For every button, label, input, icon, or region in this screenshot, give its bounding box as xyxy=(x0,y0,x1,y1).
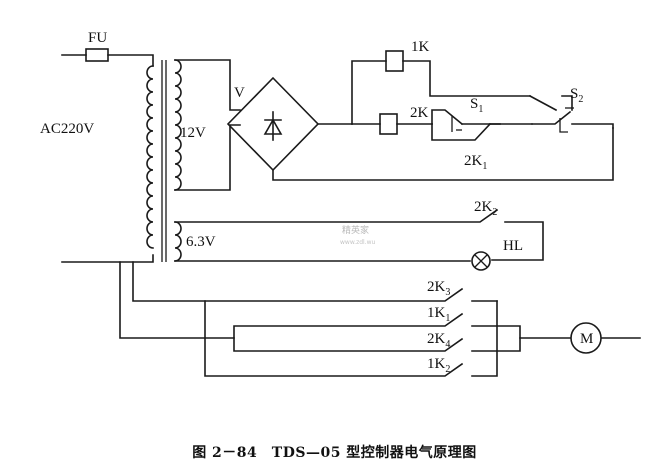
switch-s2-label: S2 xyxy=(570,86,583,105)
contact-2k2 xyxy=(174,208,499,223)
contact-1k2-label: 1K2 xyxy=(427,356,450,375)
bridge-label: V xyxy=(234,85,245,101)
switch-s2 xyxy=(531,110,572,125)
lamp-label: HL xyxy=(503,238,523,254)
fuse-label: FU xyxy=(88,30,107,46)
fuse-symbol xyxy=(85,48,109,62)
relay-2k-coil xyxy=(379,113,398,135)
motor-label: M xyxy=(580,331,593,347)
watermark-text: 精英家 xyxy=(342,224,369,236)
lamp-hl-icon xyxy=(471,251,491,271)
mains-label: AC220V xyxy=(40,121,94,137)
voltage-12v-label: 12V xyxy=(180,125,206,141)
transformer-secondary-6v3-coil xyxy=(174,221,182,262)
switch-s1 xyxy=(431,109,464,126)
figure-caption: 图 2－84 TDS—05 型控制器电气原理图 xyxy=(192,445,477,461)
mains-input xyxy=(61,48,154,263)
contact-1k1-label: 1K1 xyxy=(427,305,450,324)
contact-2k4-label: 2K4 xyxy=(427,331,450,350)
switch-s2-contact-upper xyxy=(528,94,558,112)
contact-1k2 xyxy=(204,300,464,377)
voltage-6v3-label: 6.3V xyxy=(186,234,216,250)
contact-2k1 xyxy=(431,122,492,141)
transformer-primary-coil xyxy=(146,65,154,249)
transformer-secondary-12v-coil xyxy=(174,59,182,191)
relay-2k-label: 2K xyxy=(410,105,429,121)
watermark-url: www.zdl.wu xyxy=(340,239,376,246)
relay-1k-label: 1K xyxy=(411,39,430,55)
contact-2k4 xyxy=(233,337,464,352)
contact-2k1-label: 2K1 xyxy=(464,153,487,172)
contact-2k2-label: 2K2 xyxy=(474,199,497,218)
contact-1k1 xyxy=(119,261,464,339)
relay-1k-coil xyxy=(385,50,404,72)
motor-icon xyxy=(570,322,602,354)
contact-2k3-label: 2K3 xyxy=(427,279,450,298)
switch-s1-label: S1 xyxy=(470,96,483,115)
contact-2k3 xyxy=(132,261,464,302)
diode-icon xyxy=(263,118,283,135)
